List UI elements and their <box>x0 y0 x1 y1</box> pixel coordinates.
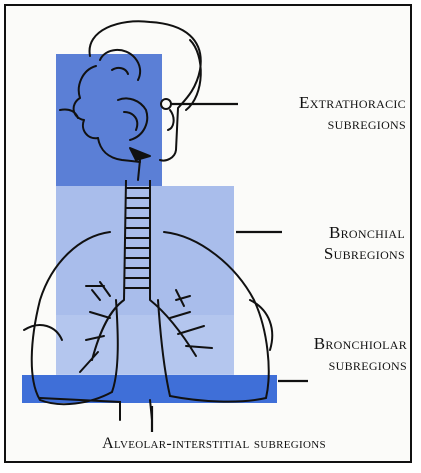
bronchial-label-line1: Bronchial <box>270 222 405 243</box>
extrathoracic-label-line1: Extrathoracic <box>258 92 406 113</box>
bronchial-label: Bronchial Subregions <box>270 222 405 265</box>
bronchial-label-line2: Subregions <box>270 243 405 264</box>
extrathoracic-label: Extrathoracic subregions <box>258 92 406 135</box>
alveolar-label: Alveolar-interstitial subregions <box>24 434 404 454</box>
extrathoracic-label-line2: subregions <box>258 113 406 134</box>
bronchiolar-label-line1: Bronchiolar <box>270 333 407 354</box>
bronchiolar-label-line2: subregions <box>270 354 407 375</box>
bronchiolar-label: Bronchiolar subregions <box>270 333 407 376</box>
